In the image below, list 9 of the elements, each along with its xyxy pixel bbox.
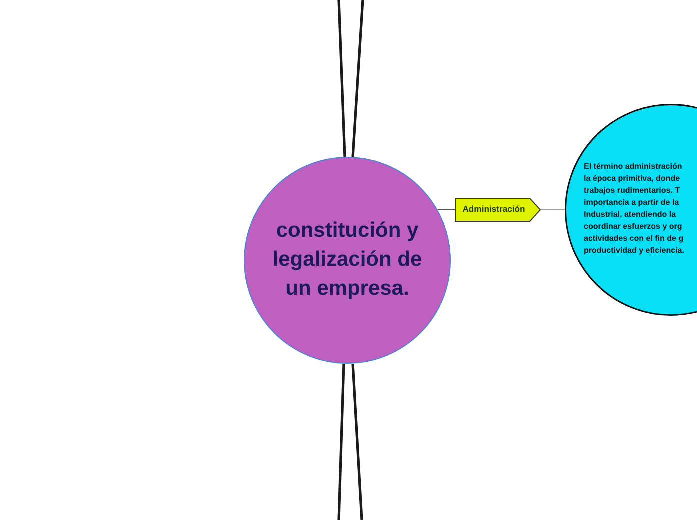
topic-title: constitución y legalización de un empresa.: [272, 218, 424, 302]
tag-label: Administración: [462, 204, 526, 215]
connector-line: [338, 364, 346, 520]
description-text: El término administración la época primitiva, donde trabajos rudimentarios. T importancia a partir de la Industrial, atendiendo la coordinar esfuerzos y org actividades con el fin de g productividad y eficiencia.: [584, 161, 686, 257]
central-topic-circle: [244, 157, 451, 364]
connector-line: [352, 364, 364, 520]
connector-line: [352, 0, 364, 158]
topic-tag: [455, 198, 541, 222]
connector-line: [338, 0, 346, 158]
